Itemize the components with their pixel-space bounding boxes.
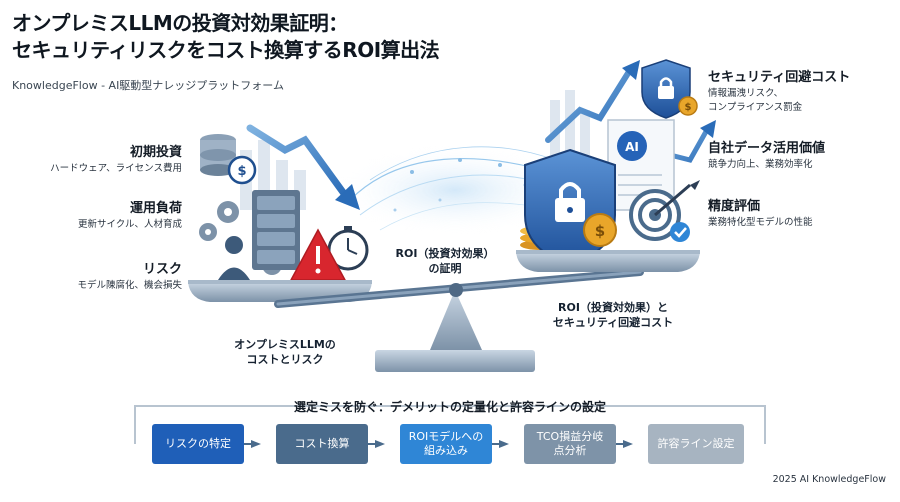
left-item-risk: リスク モデル陳腐化、機会損失 [12, 258, 182, 291]
right-item-title: 自社データ活用価値 [708, 141, 826, 156]
check-icon [670, 222, 690, 242]
falling-arrow [246, 124, 349, 199]
right-item-title: 精度評価 [708, 199, 761, 214]
left-item-operational-load: 運用負荷 更新サイクル、人材育成 [12, 197, 182, 230]
right-pan-line-2: セキュリティ回避コスト [552, 316, 674, 329]
page-title: オンプレミスLLMの投資対効果証明： セキュリティリスクをコスト換算するROI算… [12, 10, 440, 64]
right-pan [516, 252, 700, 272]
stopwatch-icon [327, 226, 369, 271]
left-pan-line-1: オンプレミスLLMの [234, 338, 336, 351]
flow-step-label: リスクの特定 [165, 437, 231, 450]
right-item-desc: 情報漏洩リスク、 [708, 88, 784, 99]
dollar-coin-icon: $ [227, 155, 257, 185]
left-item-title: 運用負荷 [129, 201, 182, 216]
fulcrum [430, 290, 482, 350]
svg-text:$: $ [595, 222, 605, 240]
flow-step-tolerance-setting: 許容ライン設定 [648, 424, 744, 464]
right-pan-label: ROI（投資対効果）と セキュリティ回避コスト [528, 300, 698, 330]
ai-badge: AI [617, 131, 647, 161]
flow-step-tco-analysis: TCO損益分岐 点分析 [524, 424, 616, 464]
flow-step-roi-model: ROIモデルへの 組み込み [400, 424, 492, 464]
left-item-desc: ハードウェア、ライセンス費用 [50, 163, 182, 174]
gold-coin-icon: $ [583, 213, 617, 247]
right-item-desc: コンプライアンス罰金 [708, 102, 803, 113]
right-item-title: セキュリティ回避コスト [708, 70, 851, 85]
right-pan-line-1: ROI（投資対効果）と [558, 301, 668, 314]
falling-arrow-head [335, 184, 360, 210]
left-item-desc: モデル陳腐化、機会損失 [77, 280, 182, 291]
roi-proof-line-1: ROI（投資対効果） [395, 247, 495, 260]
flow-loop [134, 405, 766, 444]
database-icon [200, 134, 236, 176]
ai-badge-label: AI [625, 140, 639, 154]
small-shield-lock-icon [641, 59, 691, 119]
rising-arrow-1-head [622, 60, 640, 80]
left-item-title: 初期投資 [129, 145, 182, 160]
title-line-1: オンプレミスLLMの投資対効果証明： [12, 11, 348, 35]
right-item-desc: 競争力向上、業務効率化 [708, 159, 813, 170]
flow-step-cost-conversion: コスト換算 [276, 424, 368, 464]
right-item-data-value: 自社データ活用価値 競争力向上、業務効率化 [708, 137, 825, 170]
flow-step-label: TCO損益分岐 [536, 430, 604, 443]
flow-step-label: 許容ライン設定 [657, 437, 735, 450]
fulcrum-base [375, 350, 535, 372]
title-line-2: セキュリティリスクをコスト換算するROI算出法 [12, 38, 440, 62]
rising-arrow-1 [545, 67, 633, 143]
small-coin-icon: $ [678, 96, 698, 116]
flow-title: 選定ミスを防ぐ：デメリットの定量化と許容ラインの設定 [293, 400, 606, 414]
right-item-security-avoidance: セキュリティ回避コスト 情報漏洩リスク、 コンプライアンス罰金 [708, 66, 850, 113]
footer-credit: 2025 AI KnowledgeFlow [772, 474, 886, 485]
flow-arrows [251, 440, 633, 448]
flow-step-label: ROIモデルへの [408, 430, 484, 443]
flow-step-label-2: 組み込み [423, 444, 468, 457]
roi-proof-label: ROI（投資対効果） の証明 [370, 246, 520, 276]
left-pan-line-2: コストとリスク [246, 353, 324, 366]
right-item-desc: 業務特化型モデルの性能 [708, 217, 813, 228]
person-icon [218, 236, 250, 280]
roi-proof-line-2: の証明 [428, 262, 462, 275]
left-item-desc: 更新サイクル、人材育成 [77, 219, 182, 230]
shield-lock-icon [524, 148, 616, 267]
left-item-title: リスク [142, 262, 182, 277]
right-item-accuracy: 精度評価 業務特化型モデルの性能 [708, 195, 813, 228]
target-icon [629, 180, 700, 241]
flow-step-label-2: 点分析 [553, 444, 587, 457]
rising-arrow-2-head [700, 120, 716, 138]
left-pan-label: オンプレミスLLMの コストとリスク [210, 337, 360, 367]
flow-step-label: コスト換算 [294, 437, 350, 450]
svg-text:$: $ [685, 102, 692, 113]
flow-step-risk-identification: リスクの特定 [152, 424, 244, 464]
page-subtitle: KnowledgeFlow - AI駆動型ナレッジプラットフォーム [12, 79, 284, 92]
server-icon [252, 190, 300, 270]
left-item-initial-investment: 初期投資 ハードウェア、ライセンス費用 [12, 141, 182, 174]
svg-text:$: $ [237, 164, 246, 179]
